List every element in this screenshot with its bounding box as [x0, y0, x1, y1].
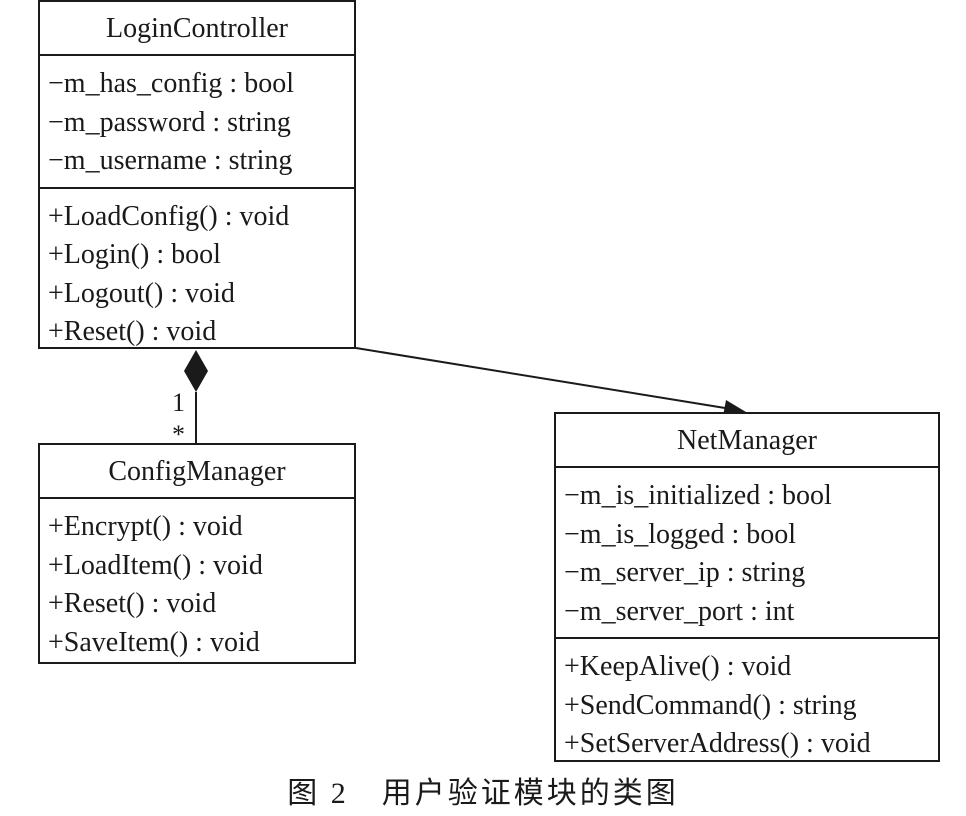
operation: +LoadConfig() : void: [48, 200, 290, 232]
attribute: −m_is_initialized : bool: [564, 480, 832, 511]
operation: +SendCommand() : string: [564, 689, 857, 721]
operation-compartment: +LoadConfig() : void +Login() : bool +Lo…: [40, 189, 354, 358]
association-line: [355, 347, 726, 409]
composition-diamond: [184, 350, 208, 392]
operation: +SaveItem() : void: [48, 626, 260, 658]
operation-compartment: +Encrypt() : void +LoadItem() : void +Re…: [40, 499, 354, 668]
operation: +Logout() : void: [48, 277, 235, 309]
attribute: −m_server_ip : string: [564, 557, 806, 588]
class-name: LoginController: [40, 2, 354, 56]
class-login-controller: LoginController −m_has_config : bool −m_…: [38, 0, 356, 349]
operation: +SetServerAddress() : void: [564, 728, 871, 759]
attribute: −m_server_port : int: [564, 595, 795, 627]
operation: +Reset() : void: [48, 316, 217, 347]
class-name: ConfigManager: [40, 445, 354, 499]
operation: +Login() : bool: [48, 239, 221, 270]
multiplicity-whole: 1: [172, 388, 185, 417]
class-config-manager: ConfigManager +Encrypt() : void +LoadIte…: [38, 443, 356, 664]
multiplicity-part: *: [172, 420, 185, 449]
attribute-compartment: −m_is_initialized : bool −m_is_logged : …: [556, 468, 938, 639]
operation: +KeepAlive() : void: [564, 651, 792, 682]
attribute: −m_username : string: [48, 145, 293, 176]
class-net-manager: NetManager −m_is_initialized : bool −m_i…: [554, 412, 940, 762]
operation: +Reset() : void: [48, 588, 217, 619]
attribute: −m_password : string: [48, 106, 291, 138]
attribute-compartment: −m_has_config : bool −m_password : strin…: [40, 56, 354, 189]
attribute: −m_has_config : bool: [48, 68, 294, 99]
class-name: NetManager: [556, 414, 938, 468]
operation: +LoadItem() : void: [48, 549, 263, 581]
attribute: −m_is_logged : bool: [564, 518, 797, 550]
figure-caption: 图 2 用户验证模块的类图: [287, 777, 679, 810]
operation: +Encrypt() : void: [48, 511, 243, 542]
operation-compartment: +KeepAlive() : void +SendCommand() : str…: [556, 639, 938, 770]
